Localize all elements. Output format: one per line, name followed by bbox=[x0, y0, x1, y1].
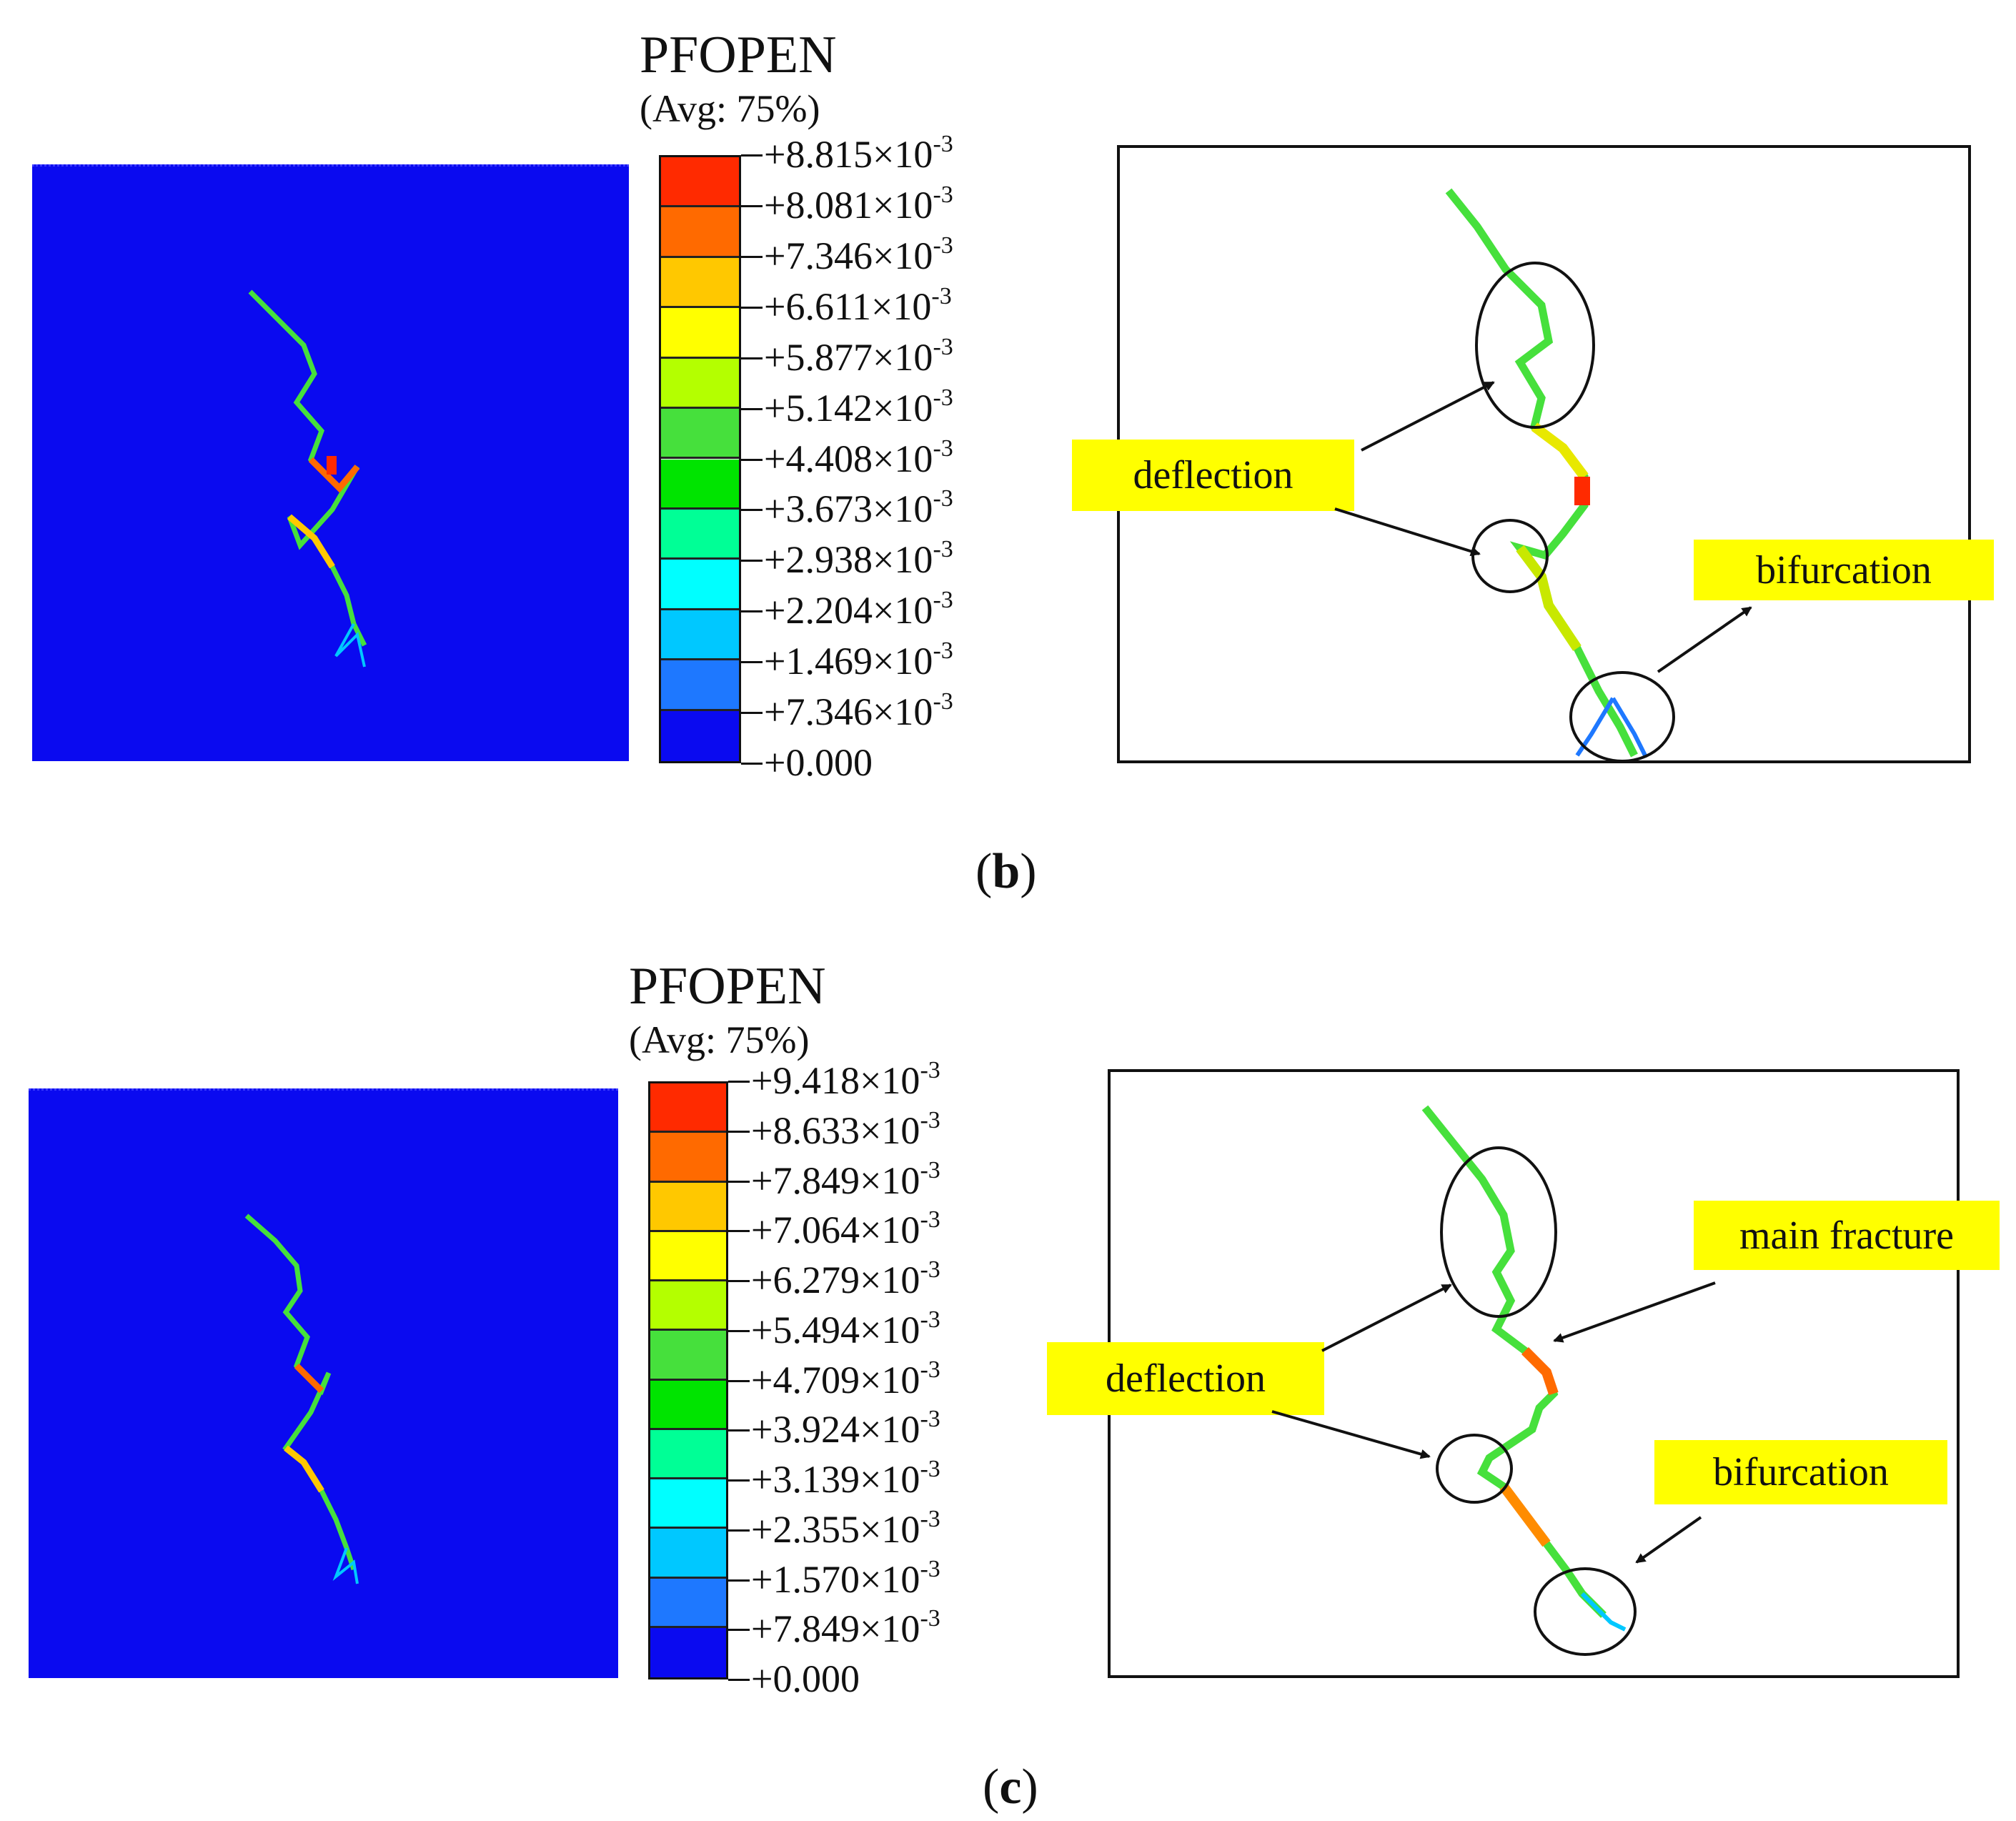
scale-tick-label: +7.346×10-3 bbox=[764, 232, 953, 277]
color-swatch bbox=[650, 1380, 726, 1430]
scale-tick bbox=[728, 1081, 750, 1083]
scale-tick bbox=[741, 154, 763, 157]
scale-tick bbox=[728, 1379, 750, 1382]
scale-tick-label: +6.611×10-3 bbox=[764, 282, 952, 328]
scale-tick bbox=[741, 509, 763, 512]
color-swatch bbox=[661, 207, 739, 258]
scale-tick-label: +7.064×10-3 bbox=[751, 1206, 940, 1252]
scale-tick bbox=[741, 204, 763, 207]
callout-deflection: deflection bbox=[1047, 1342, 1324, 1415]
scale-tick bbox=[741, 407, 763, 410]
legend-title: PFOPEN bbox=[629, 957, 826, 1016]
scale-tick-label: +0.000 bbox=[751, 1657, 860, 1700]
scale-tick bbox=[728, 1329, 750, 1332]
scale-tick-label: +7.849×10-3 bbox=[751, 1156, 940, 1202]
scale-tick bbox=[728, 1629, 750, 1632]
scale-tick bbox=[741, 357, 763, 359]
color-swatch bbox=[650, 1578, 726, 1628]
color-swatch bbox=[650, 1627, 726, 1677]
panel-label-b: (b) bbox=[975, 844, 1037, 899]
fracture-contour-plot bbox=[32, 164, 629, 761]
scale-tick bbox=[728, 1579, 750, 1582]
scale-tick-label: +6.279×10-3 bbox=[751, 1256, 940, 1301]
color-swatch bbox=[661, 710, 739, 761]
fracture-contour-plot bbox=[29, 1088, 618, 1678]
scale-tick bbox=[741, 255, 763, 258]
color-swatch bbox=[661, 257, 739, 309]
color-swatch bbox=[650, 1133, 726, 1183]
color-swatch bbox=[650, 1182, 726, 1232]
fracture-path-plot bbox=[248, 289, 367, 668]
scale-tick bbox=[728, 1679, 750, 1681]
scale-tick-label: +8.633×10-3 bbox=[751, 1106, 940, 1152]
color-swatch bbox=[661, 660, 739, 711]
scale-tick-label: +0.000 bbox=[764, 741, 873, 784]
color-swatch bbox=[650, 1331, 726, 1381]
scale-tick-label: +7.849×10-3 bbox=[751, 1605, 940, 1651]
scale-tick-label: +1.570×10-3 bbox=[751, 1555, 940, 1601]
scale-tick bbox=[741, 661, 763, 664]
color-swatch bbox=[661, 509, 739, 560]
fracture-path-plot bbox=[244, 1214, 359, 1584]
scale-tick bbox=[741, 763, 763, 765]
scale-tick-label: +4.408×10-3 bbox=[764, 435, 953, 480]
scale-tick-label: +3.924×10-3 bbox=[751, 1406, 940, 1452]
legend-subtitle: (Avg: 75%) bbox=[629, 1018, 810, 1061]
scale-tick bbox=[728, 1130, 750, 1133]
scale-tick-label: +1.469×10-3 bbox=[764, 637, 953, 683]
scale-tick-label: +2.355×10-3 bbox=[751, 1505, 940, 1551]
scale-tick bbox=[728, 1429, 750, 1432]
scale-tick bbox=[728, 1529, 750, 1532]
color-swatch bbox=[661, 610, 739, 661]
scale-tick-label: +8.815×10-3 bbox=[764, 131, 953, 176]
scale-tick bbox=[741, 458, 763, 461]
color-swatch bbox=[650, 1429, 726, 1479]
color-swatch bbox=[661, 157, 739, 208]
scale-tick bbox=[728, 1230, 750, 1233]
color-swatch bbox=[650, 1231, 726, 1281]
scale-tick bbox=[741, 306, 763, 309]
color-swatch bbox=[661, 459, 739, 510]
scale-tick-label: +4.709×10-3 bbox=[751, 1356, 940, 1401]
scale-tick bbox=[741, 712, 763, 715]
callout-bifurcation: bifurcation bbox=[1654, 1440, 1947, 1504]
scale-tick-label: +7.346×10-3 bbox=[764, 688, 953, 734]
scale-tick-label: +5.142×10-3 bbox=[764, 384, 953, 430]
scale-tick-label: +5.494×10-3 bbox=[751, 1306, 940, 1351]
color-swatch bbox=[661, 560, 739, 610]
scale-tick bbox=[728, 1180, 750, 1183]
color-swatch bbox=[650, 1529, 726, 1579]
color-swatch bbox=[650, 1281, 726, 1331]
scale-tick bbox=[728, 1280, 750, 1282]
legend-subtitle: (Avg: 75%) bbox=[640, 87, 820, 130]
panel-b: PFOPEN (Avg: 75%) +8.815×10-3 +8.081×10-3… bbox=[0, 0, 2016, 908]
panel-c: PFOPEN (Avg: 75%) +9.418×10-3+8.633×10-3… bbox=[0, 913, 2016, 1821]
scale-tick-label: +2.204×10-3 bbox=[764, 587, 953, 632]
color-scale-bar bbox=[659, 155, 741, 763]
color-swatch bbox=[661, 308, 739, 359]
scale-tick-label: +3.673×10-3 bbox=[764, 485, 953, 531]
scale-tick-label: +2.938×10-3 bbox=[764, 536, 953, 582]
scale-tick-label: +9.418×10-3 bbox=[751, 1057, 940, 1102]
scale-tick bbox=[741, 560, 763, 562]
color-scale-bar bbox=[648, 1081, 728, 1679]
scale-tick bbox=[728, 1479, 750, 1482]
callout-main-fracture: main fracture bbox=[1694, 1201, 2000, 1270]
color-swatch bbox=[650, 1083, 726, 1133]
panel-label-c: (c) bbox=[983, 1760, 1038, 1815]
legend-title: PFOPEN bbox=[640, 26, 837, 84]
callout-deflection: deflection bbox=[1072, 440, 1354, 511]
color-swatch bbox=[650, 1479, 726, 1529]
scale-tick-label: +3.139×10-3 bbox=[751, 1456, 940, 1501]
callout-bifurcation: bifurcation bbox=[1694, 540, 1994, 600]
color-swatch bbox=[661, 409, 739, 460]
color-swatch bbox=[661, 358, 739, 410]
scale-tick-label: +5.877×10-3 bbox=[764, 333, 953, 379]
scale-tick bbox=[741, 610, 763, 613]
scale-tick-label: +8.081×10-3 bbox=[764, 181, 953, 227]
